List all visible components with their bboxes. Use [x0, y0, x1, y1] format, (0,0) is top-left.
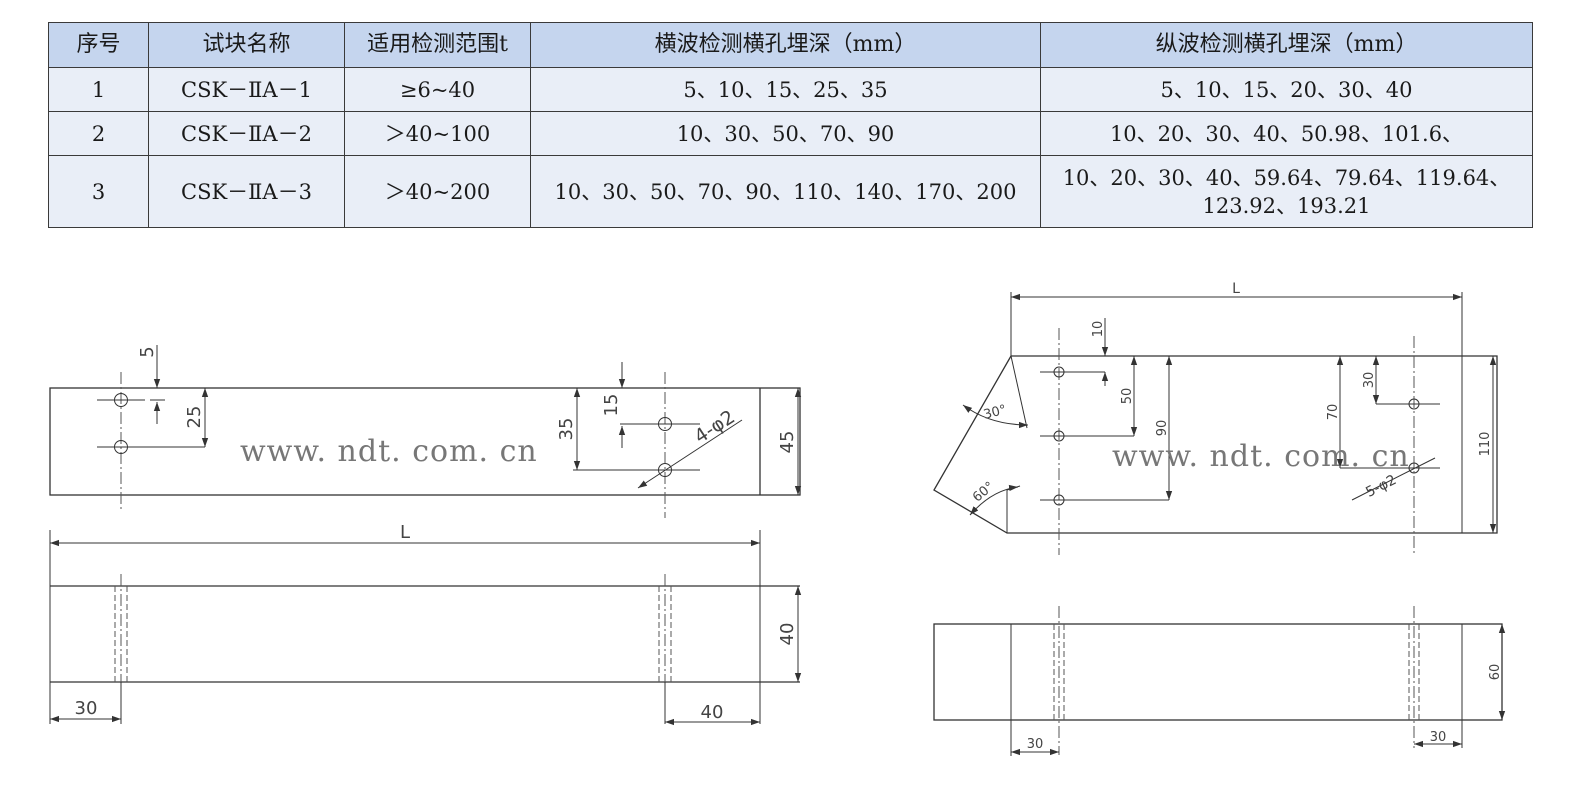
dim-label-60: 60	[1488, 664, 1503, 681]
angle-label-60: 60°	[970, 479, 997, 505]
watermark: www. ndt. com. cn	[1112, 439, 1410, 474]
side-drilled-hole	[1040, 430, 1134, 442]
side-drilled-hole	[620, 417, 700, 431]
hole-note-label: 4-φ2	[690, 406, 739, 448]
length-label: L	[1232, 281, 1240, 297]
cell-block-name: CSK－ⅡA－1	[148, 67, 345, 112]
dim-label-50: 50	[1120, 388, 1135, 405]
dim-label-25: 25	[184, 406, 205, 429]
cell-range: ＞40~100	[344, 111, 531, 156]
table-row: 1 CSK－ⅡA－1 ≥6~40 5、10、15、25、35 5、10、15、2…	[48, 67, 1533, 112]
test-block-spec-table: 序号 试块名称 适用检测范围t 横波检测横孔埋深（mm） 纵波检测横孔埋深（mm…	[48, 22, 1533, 228]
cell-longitudinal-depths: 10、20、30、40、50.98、101.6、	[1040, 111, 1533, 156]
dim-label-5: 5	[137, 346, 158, 357]
cell-index: 2	[48, 111, 149, 156]
side-drilled-hole	[97, 393, 145, 407]
side-drilled-hole	[97, 440, 205, 454]
cell-longitudinal-depths: 5、10、15、20、30、40	[1040, 67, 1533, 112]
left-bottom-view: L 40 30 40	[49, 522, 802, 726]
hole-note-label: 5-φ2	[1363, 472, 1399, 501]
side-drilled-hole	[1376, 398, 1440, 410]
dim-label-40-width: 40	[701, 702, 724, 723]
cell-shear-depths: 10、30、50、70、90	[530, 111, 1041, 156]
dim-label-90: 90	[1155, 420, 1170, 437]
length-label: L	[400, 522, 410, 543]
right-front-view: L 10 50	[933, 281, 1498, 555]
dim-label-70: 70	[1326, 404, 1341, 421]
col-header-block-name: 试块名称	[148, 22, 345, 68]
col-header-longitudinal-wave-depths: 纵波检测横孔埋深（mm）	[1040, 22, 1533, 68]
right-bottom-view: 60 30 30	[933, 606, 1506, 756]
col-header-shear-wave-depths: 横波检测横孔埋深（mm）	[530, 22, 1041, 68]
dim-label-10: 10	[1091, 321, 1106, 338]
col-header-index: 序号	[48, 22, 149, 68]
watermark: www. ndt. com. cn	[240, 434, 538, 469]
cell-block-name: CSK－ⅡA－3	[148, 155, 345, 228]
side-drilled-hole	[1040, 366, 1105, 378]
left-front-view: 5 25 35 15 4-φ2 45 www. ndt. com. cn	[49, 345, 802, 518]
dim-label-45: 45	[777, 431, 798, 454]
cell-longitudinal-depths: 10、20、30、40、59.64、79.64、119.64、123.92、19…	[1040, 155, 1533, 228]
cell-block-name: CSK－ⅡA－2	[148, 111, 345, 156]
side-drilled-hole	[1040, 494, 1169, 506]
cell-shear-depths: 10、30、50、70、90、110、140、170、200	[530, 155, 1041, 228]
dim-label-30-right: 30	[1430, 730, 1447, 745]
dim-label-35: 35	[556, 418, 577, 441]
block-outline	[933, 355, 1498, 534]
dim-label-15: 15	[601, 394, 622, 417]
cell-index: 1	[48, 67, 149, 112]
dim-label-30-left: 30	[1027, 737, 1044, 752]
cell-range: ＞40~200	[344, 155, 531, 228]
cell-index: 3	[48, 155, 149, 228]
dim-label-110: 110	[1478, 432, 1493, 457]
table-header-row: 序号 试块名称 适用检测范围t 横波检测横孔埋深（mm） 纵波检测横孔埋深（mm…	[48, 22, 1533, 68]
block-outline	[933, 623, 1503, 721]
dim-label-30: 30	[75, 698, 98, 719]
table-row: 2 CSK－ⅡA－2 ＞40~100 10、30、50、70、90 10、20、…	[48, 111, 1533, 156]
angle-label-30: 30°	[982, 402, 1008, 422]
cell-shear-depths: 5、10、15、25、35	[530, 67, 1041, 112]
table-row: 3 CSK－ⅡA－3 ＞40~200 10、30、50、70、90、110、14…	[48, 155, 1533, 228]
side-drilled-hole	[573, 463, 700, 477]
dim-label-40-height: 40	[777, 623, 798, 646]
dim-label-30-depth: 30	[1362, 372, 1377, 389]
side-drilled-hole	[1340, 462, 1440, 474]
